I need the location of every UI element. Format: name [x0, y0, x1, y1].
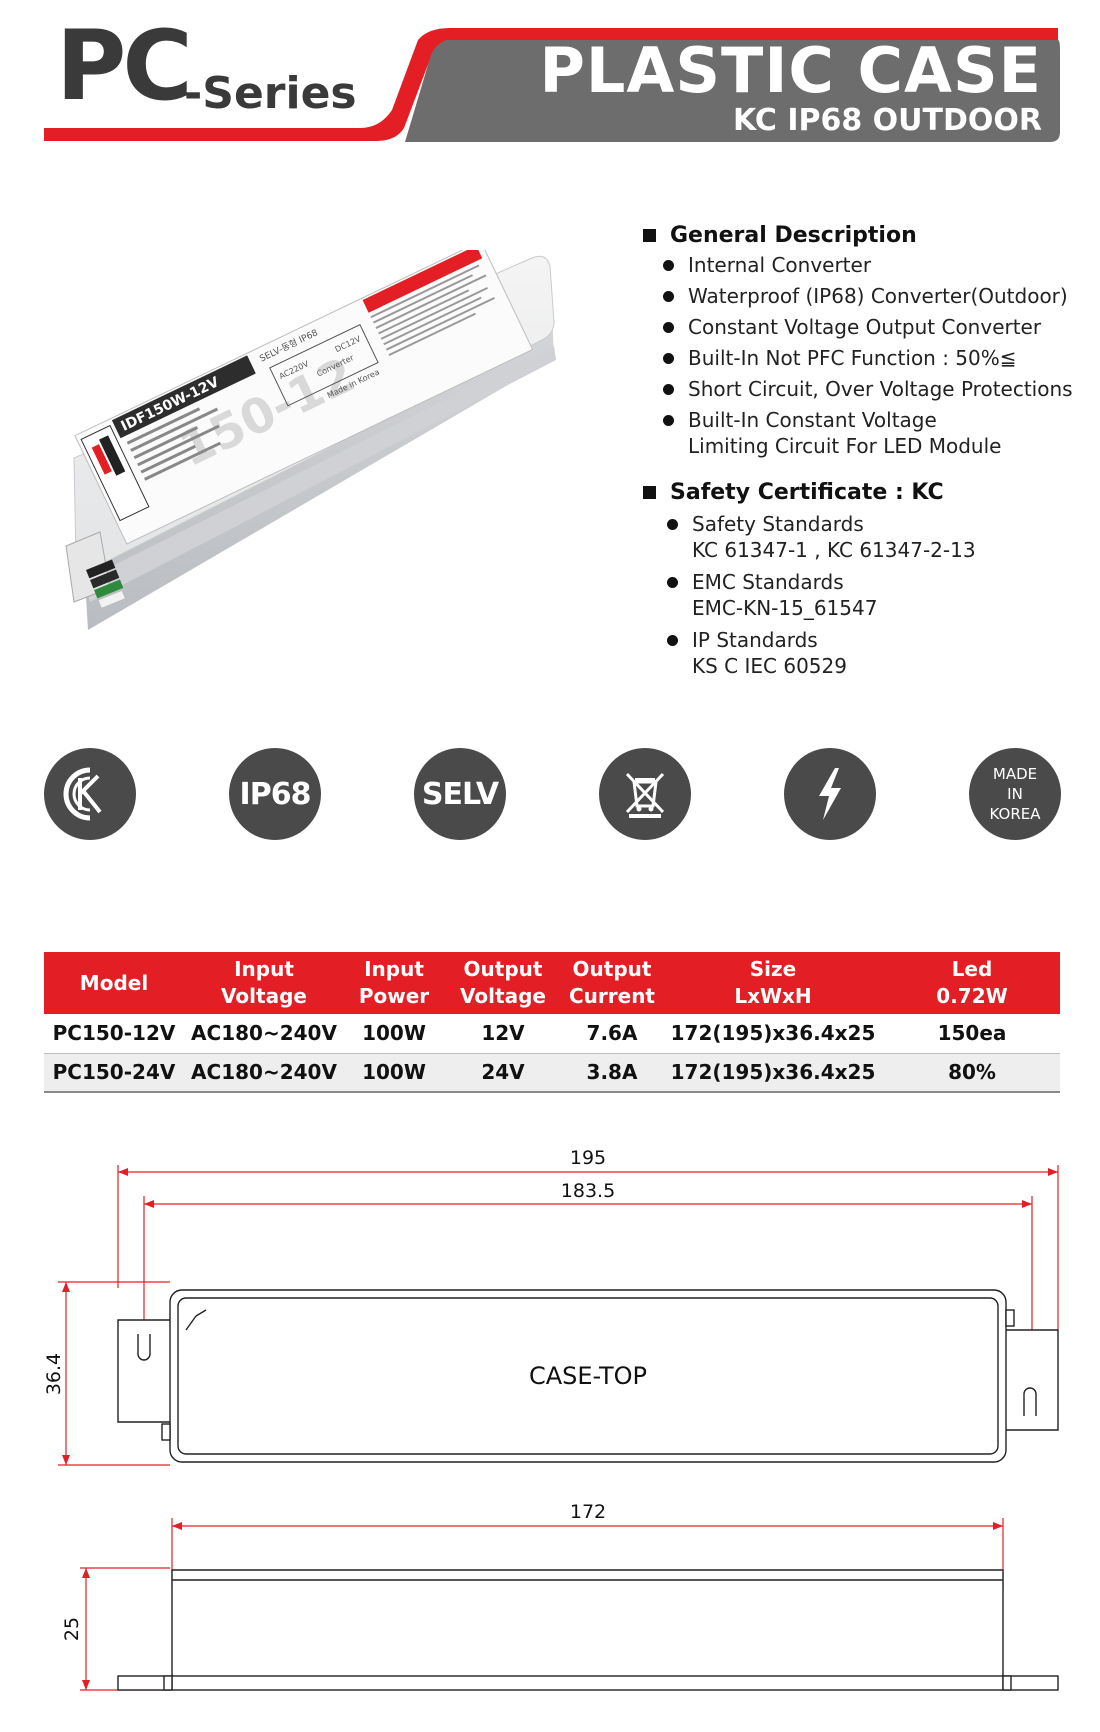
weee-bin-icon — [599, 748, 691, 840]
certificate-list: Safety Standards KC 61347-1 , KC 61347-2… — [640, 511, 1100, 679]
general-description-list: Internal Converter Waterproof (IP68) Con… — [640, 252, 1100, 459]
ip68-icon: IP68 — [229, 748, 321, 840]
table-cell: 100W — [344, 1014, 444, 1054]
page-header: PC -Series PLASTIC CASE KC IP68 OUTDOOR — [0, 0, 1100, 150]
case-top-view — [117, 1289, 1059, 1463]
table-cell: 150ea — [884, 1014, 1060, 1054]
table-cell: 172(195)x36.4x25 — [662, 1014, 884, 1054]
list-item-line: Limiting Circuit For LED Module — [688, 434, 1002, 458]
case-top-label: CASE-TOP — [529, 1362, 647, 1390]
safety-certificate-title: Safety Certificate : KC — [640, 477, 1100, 507]
dim-width: 36.4 — [43, 1353, 65, 1395]
list-item: Short Circuit, Over Voltage Protections — [640, 376, 1100, 402]
list-item: Built-In Not PFC Function : 50%≦ — [640, 345, 1100, 371]
list-item: Built-In Constant Voltage Limiting Circu… — [640, 407, 1100, 459]
table-cell: 100W — [344, 1053, 444, 1093]
list-item: EMC Standards EMC-KN-15_61547 — [640, 569, 1100, 621]
list-item: IP Standards KS C IEC 60529 — [640, 627, 1100, 679]
list-item-line: Built-In Constant Voltage — [688, 408, 937, 432]
square-bullet-icon — [643, 228, 656, 242]
table-cell: 24V — [444, 1053, 562, 1093]
table-cell: 7.6A — [562, 1014, 662, 1054]
lightning-icon — [784, 748, 876, 840]
description-panel: General Description Internal Converter W… — [640, 220, 1100, 679]
table-cell: AC180~240V — [184, 1014, 344, 1054]
table-cell: 3.8A — [562, 1053, 662, 1093]
product-image: IDF150W-12V 150-12 SELV-동형 IP68 AC220V C… — [60, 240, 580, 690]
brand-main: PC — [56, 10, 193, 122]
list-item: Waterproof (IP68) Converter(Outdoor) — [640, 283, 1100, 309]
page-subtitle: KC IP68 OUTDOOR — [732, 103, 1042, 138]
table-cell: AC180~240V — [184, 1053, 344, 1093]
dim-overall-length: 195 — [570, 1147, 606, 1169]
dim-height: 25 — [61, 1617, 83, 1641]
list-item: Internal Converter — [640, 252, 1100, 278]
table-cell: 172(195)x36.4x25 — [662, 1053, 884, 1093]
table-cell: PC150-24V — [44, 1053, 184, 1093]
column-header-model: Model — [44, 952, 184, 1014]
certification-icons: IP68 SELV MADE IN KOREA — [44, 748, 1061, 842]
dim-hole-spacing: 183.5 — [561, 1180, 615, 1202]
brand-suffix: -Series — [184, 68, 357, 119]
square-bullet-icon — [643, 485, 656, 499]
page-title: PLASTIC CASE — [539, 34, 1042, 107]
table-cell: PC150-12V — [44, 1014, 184, 1054]
list-item: Constant Voltage Output Converter — [640, 314, 1100, 340]
technical-drawing: 195 183.5 36.4 172 25 CASE-TOP — [0, 1140, 1100, 1732]
table-cell: 12V — [444, 1014, 562, 1054]
dim-case-length: 172 — [570, 1501, 606, 1523]
table-row: PC150-24V AC180~240V 100W 24V 3.8A 172(1… — [44, 1053, 1060, 1093]
table-cell: 80% — [884, 1053, 1060, 1093]
made-in-korea-icon: MADE IN KOREA — [969, 748, 1061, 840]
case-side-view — [117, 1569, 1059, 1691]
general-description-title: General Description — [640, 220, 1100, 250]
selv-icon: SELV — [414, 748, 506, 840]
table-row: PC150-12V AC180~240V 100W 12V 7.6A 172(1… — [44, 1014, 1060, 1054]
kc-mark-icon — [44, 748, 136, 840]
header-banner — [44, 28, 1060, 142]
list-item: Safety Standards KC 61347-1 , KC 61347-2… — [640, 511, 1100, 563]
